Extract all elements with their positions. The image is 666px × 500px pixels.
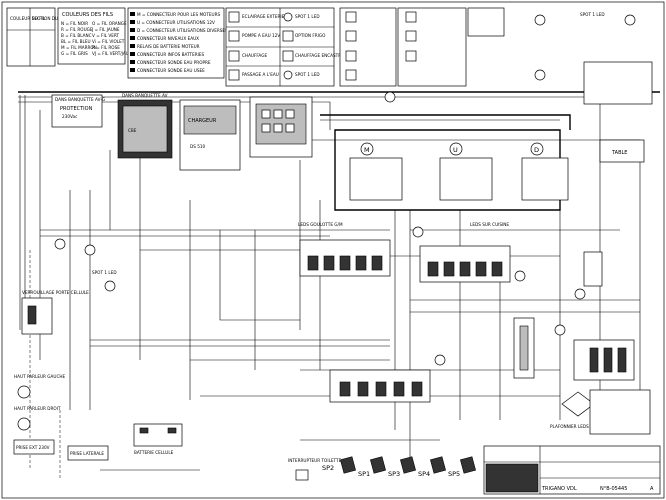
ds-label: DS 510 xyxy=(190,144,206,149)
plafonnier-block: PLAFONNIER LEDS xyxy=(550,389,651,435)
leds-droite-label: LEDS SUR CUISINE xyxy=(470,222,509,227)
legend-color-11: VJ = FIL VERT/JAUNE xyxy=(92,51,135,56)
batterie-label: BATTERIE CELLULE xyxy=(134,450,174,455)
color-legend: COULEUR DU FIL SECTION DU FIL COULEURS D… xyxy=(6,7,135,67)
connector-d: D xyxy=(521,142,569,201)
main-wiring xyxy=(18,91,660,480)
batterie-block: BATTERIE CELLULE xyxy=(133,423,183,455)
title-block: TRIGANO VDL N°B-05445 A xyxy=(483,445,661,495)
protection-voltage: 230Vac xyxy=(62,114,78,119)
legend-color-4: M = FIL MARRON xyxy=(61,45,97,50)
connector-legend-2: D = CONNECTEUR UTILISATIONS DIVERSES xyxy=(137,28,228,33)
lamp-symbols xyxy=(54,14,636,366)
cbe-label: CBE xyxy=(128,128,137,133)
titleblock-rev: A xyxy=(650,486,654,492)
connector-legend-4: RELAIS DE BATTERIE MOTEUR xyxy=(137,44,200,49)
prise-laterale-label: PRISE LATERALE xyxy=(70,451,104,456)
interrupteur-label: INTERRUPTEUR TOILETTE xyxy=(288,458,342,463)
right-devices xyxy=(513,61,653,381)
symbol-legend: ECLAIRAGE EXTERIEUR POMPE A EAU 12V CHAU… xyxy=(225,7,505,87)
legend-color-3: BL = FIL BLEU xyxy=(61,39,91,44)
symbol-legend-0: ECLAIRAGE EXTERIEUR xyxy=(242,14,290,19)
legend-color-1: R = FIL ROUGE xyxy=(61,27,93,32)
legend-color-10: R = FIL ROSE xyxy=(92,45,120,50)
legend-col-color: COULEUR DU FIL xyxy=(10,16,46,21)
spot-label-sp3: SP3 xyxy=(388,470,400,478)
connector-d-label: D xyxy=(534,146,539,154)
legend-title: COULEURS DES FILS xyxy=(62,12,113,18)
haut-parleur-g-label: HAUT PARLEUR GAUCHE xyxy=(14,374,66,379)
titleblock-ref: N°B-05445 xyxy=(600,486,627,492)
spot-eau-label: SPOT 1 LED xyxy=(580,12,605,17)
symbol-legend-6: CHAUFFAGE ENCASTRE xyxy=(295,53,344,58)
legend-color-2: B = FIL BLANC xyxy=(61,33,92,38)
plafonnier-label: PLAFONNIER LEDS xyxy=(550,424,589,429)
charger-block: DANS BANQUETTE AV CBE CHARGEUR DS 510 xyxy=(117,93,241,171)
legend-color-7: J = FIL JAUNE xyxy=(91,27,120,32)
connector-u: U xyxy=(439,142,493,201)
spot-label-sp1: SP1 xyxy=(358,470,370,478)
legend-color-0: N = FIL NOIR xyxy=(61,21,88,26)
symbol-legend-1: POMPE A EAU 12V xyxy=(242,33,280,38)
connector-legend: M = CONNECTEUR POUR LES MOTEURS U = CONN… xyxy=(127,7,228,79)
connector-legend-0: M = CONNECTEUR POUR LES MOTEURS xyxy=(137,12,221,17)
protection-block: DANS BANQUETTE AV-G PROTECTION 230Vac xyxy=(51,94,105,128)
prise-ext-block: PRISE EXT 230V xyxy=(13,439,55,455)
chargeur-label: CHARGEUR xyxy=(188,118,217,124)
protection-label: PROTECTION xyxy=(60,106,93,112)
relay-block xyxy=(249,96,313,158)
bottom-spots: SP2 SP1 SP3 SP4 SP5 xyxy=(322,456,476,478)
spot-label-sp4: SP4 xyxy=(418,470,430,478)
symbol-legend-7: SPOT 1 LED xyxy=(295,72,320,77)
table-label: TABLE xyxy=(611,150,627,156)
prise-ext-label: PRISE EXT 230V xyxy=(16,445,50,450)
haut-parleur-droit: HAUT PARLEUR DROIT xyxy=(14,406,61,431)
connector-legend-6: CONNECTEUR SONDE EAU PROPRE xyxy=(137,60,211,65)
haut-parleur-gauche: HAUT PARLEUR GAUCHE xyxy=(14,374,66,399)
spot-label-sp2: SP2 xyxy=(322,464,334,472)
leds-gauche-label: LEDS GOULOTTE G/M xyxy=(298,222,343,227)
connector-u-label: U xyxy=(453,146,458,154)
symbol-legend-5: OPTION FRIGO xyxy=(295,33,326,38)
legend-color-9: Vi = FIL VIOLET xyxy=(92,39,125,44)
verrouillage-block: VERROUILLAGE PORTE CELLULE xyxy=(21,290,89,335)
connector-m: M xyxy=(349,142,403,201)
prise-laterale-block: PRISE LATERALE xyxy=(67,445,109,461)
spot-led-label: SPOT 1 LED xyxy=(92,270,117,275)
spot-label-sp5: SP5 xyxy=(448,470,460,478)
titleblock-brand: TRIGANO VDL xyxy=(541,486,577,492)
connector-legend-3: CONNECTEUR NIVEAUX EAUX xyxy=(137,36,199,41)
legend-color-8: V = FIL VERT xyxy=(92,33,119,38)
symbol-legend-2: CHAUFFAGE xyxy=(242,53,267,58)
symbol-legend-3: PASSAGE A L'EAU xyxy=(242,72,279,77)
legend-col-section: SECTION DU FIL xyxy=(32,16,66,21)
interrupteur-block: INTERRUPTEUR TOILETTE xyxy=(288,458,342,481)
switch-row-right xyxy=(419,245,511,283)
connector-legend-5: CONNECTEUR INFOS BATTERIES xyxy=(137,52,205,57)
symbol-legend-4: SPOT 1 LED xyxy=(295,14,320,19)
legend-color-5: G = FIL GRIS xyxy=(61,51,88,56)
legend-color-6: O = FIL ORANGE xyxy=(92,21,127,26)
connector-legend-1: U = CONNECTEUR UTILISATIONS 12V xyxy=(137,20,215,25)
switch-row-left xyxy=(299,239,391,277)
connector-legend-7: CONNECTEUR SONDE EAU USEE xyxy=(137,68,205,73)
connector-m-label: M xyxy=(364,146,370,154)
table-block: TABLE xyxy=(599,139,645,163)
haut-parleur-d-label: HAUT PARLEUR DROIT xyxy=(14,406,61,411)
section1-label: DANS BANQUETTE AV-G xyxy=(55,97,105,102)
verrouillage-label: VERROUILLAGE PORTE CELLULE xyxy=(22,290,89,295)
section2-label: DANS BANQUETTE AV xyxy=(122,93,168,98)
switch-row-bottom xyxy=(329,369,431,403)
